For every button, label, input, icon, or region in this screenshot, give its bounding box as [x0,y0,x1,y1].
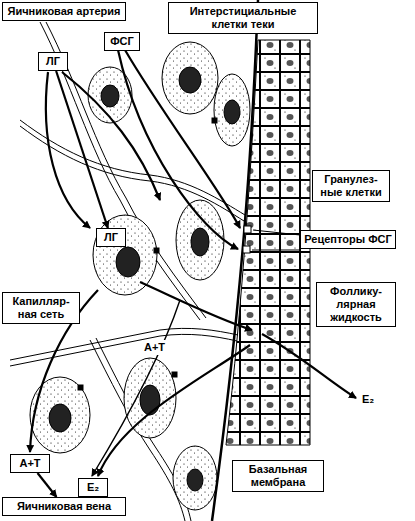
estradiol-arrow [98,345,250,476]
lh-arrow [62,72,160,200]
estradiol-arrow [262,334,356,398]
label-box: Капилляр- ная сеть [2,292,80,324]
box-text: Фоллику- лярная жидкость [320,285,392,324]
fsh-arrow [118,50,238,249]
receptor-symbol [154,248,159,253]
theca-cell [173,446,217,510]
capillary [10,328,238,360]
label-box: ФСГ [104,32,140,51]
receptor-symbol [243,246,250,253]
basal-membrane [212,0,258,521]
receptor-symbol [244,226,251,233]
box-text: Капилляр- ная сеть [6,295,76,321]
box-text: Яичниковая вена [6,500,122,513]
estradiol-arrow [92,300,180,476]
label-box: Гранулез- ные клетки [312,170,390,202]
box-text: E₂ [82,481,104,494]
box-text: A+T [14,457,46,470]
label-box: Яичниковая вена [2,497,126,516]
leader-line [253,230,300,235]
theca-cell [30,377,90,453]
label-box: Интерстициальные клетки теки [168,2,318,34]
receptor-symbol [172,372,177,377]
cell-nucleus [116,247,140,277]
label-box: Фоллику- лярная жидкость [316,282,396,327]
androgen-arrow [140,282,252,330]
fsh-arrow [125,50,240,228]
capillary [10,334,237,366]
theca-cells [30,42,250,510]
hormone-label: A+T [142,340,167,355]
receptor-symbol [212,118,217,123]
hormone-arrows [30,50,356,476]
cell-nucleus [224,100,240,124]
label-box: A+T [10,454,50,473]
cell-nucleus [191,228,209,256]
capillary-network [10,22,245,521]
theca-cell [214,74,250,146]
label-box: E₂ [78,478,108,497]
cell-nucleus [140,385,160,415]
hormone-arrow [56,71,108,228]
label-box: ЛГ [96,228,126,247]
theca-cell [93,215,157,295]
receptor-symbol [78,385,83,390]
hormone-label: E₂ [360,392,376,407]
box-text: ФСГ [108,35,136,48]
cell-nucleus [187,469,203,491]
lh-arrow [46,72,90,228]
cell-nucleus [49,404,71,432]
label-box: Рецепторы ФСГ [300,230,396,249]
box-text: Базальная мембрана [236,463,320,489]
label-box: ЛГ [38,52,68,71]
theca-cell [176,200,224,280]
box-text: Яичниковая артерия [6,5,122,18]
box-text: Гранулез- ные клетки [316,173,386,199]
fsh-receptors [78,118,251,390]
cell-nucleus [179,67,201,93]
box-text: ЛГ [100,231,122,244]
box-text: Интерстициальные клетки теки [172,5,314,31]
box-text: Рецепторы ФСГ [304,233,392,246]
hormone-arrow [38,473,57,497]
label-box: Базальная мембрана [232,460,324,492]
theca-cell [162,42,218,114]
box-text: ЛГ [42,55,64,68]
leader-line [252,250,300,251]
label-box: Яичниковая артерия [2,2,126,21]
cell-nucleus [101,85,119,107]
